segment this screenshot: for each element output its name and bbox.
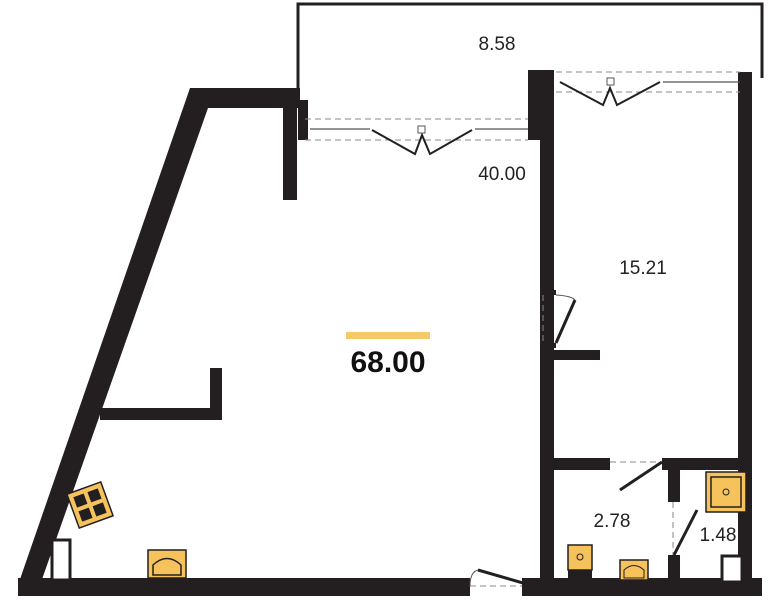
door-shower[interactable] xyxy=(672,502,699,556)
door-bedroom[interactable] xyxy=(542,294,577,344)
door-entrance[interactable] xyxy=(469,568,531,587)
bedroom-area: 15.21 xyxy=(619,258,667,279)
bathroom-area: 2.78 xyxy=(594,511,631,532)
balcony-area: 8.58 xyxy=(479,34,516,55)
toilet-icon xyxy=(567,544,593,582)
washer-cabinet xyxy=(720,554,744,584)
shower-area: 1.48 xyxy=(700,525,737,546)
balcony-door-living[interactable] xyxy=(305,118,528,156)
total-area: 68.00 xyxy=(350,346,425,379)
stove-icon xyxy=(65,480,115,530)
kitchen-sink-icon xyxy=(147,549,187,579)
walls xyxy=(18,70,762,596)
door-bathroom[interactable] xyxy=(610,460,663,492)
balcony-door-bedroom[interactable] xyxy=(556,71,740,107)
shower-tray-icon xyxy=(705,471,747,513)
balcony-outline xyxy=(296,2,764,92)
bathroom-sink-icon xyxy=(619,559,649,581)
cabinet xyxy=(50,538,72,582)
living-area: 40.00 xyxy=(478,164,526,185)
total-area-accent-bar xyxy=(346,332,430,339)
